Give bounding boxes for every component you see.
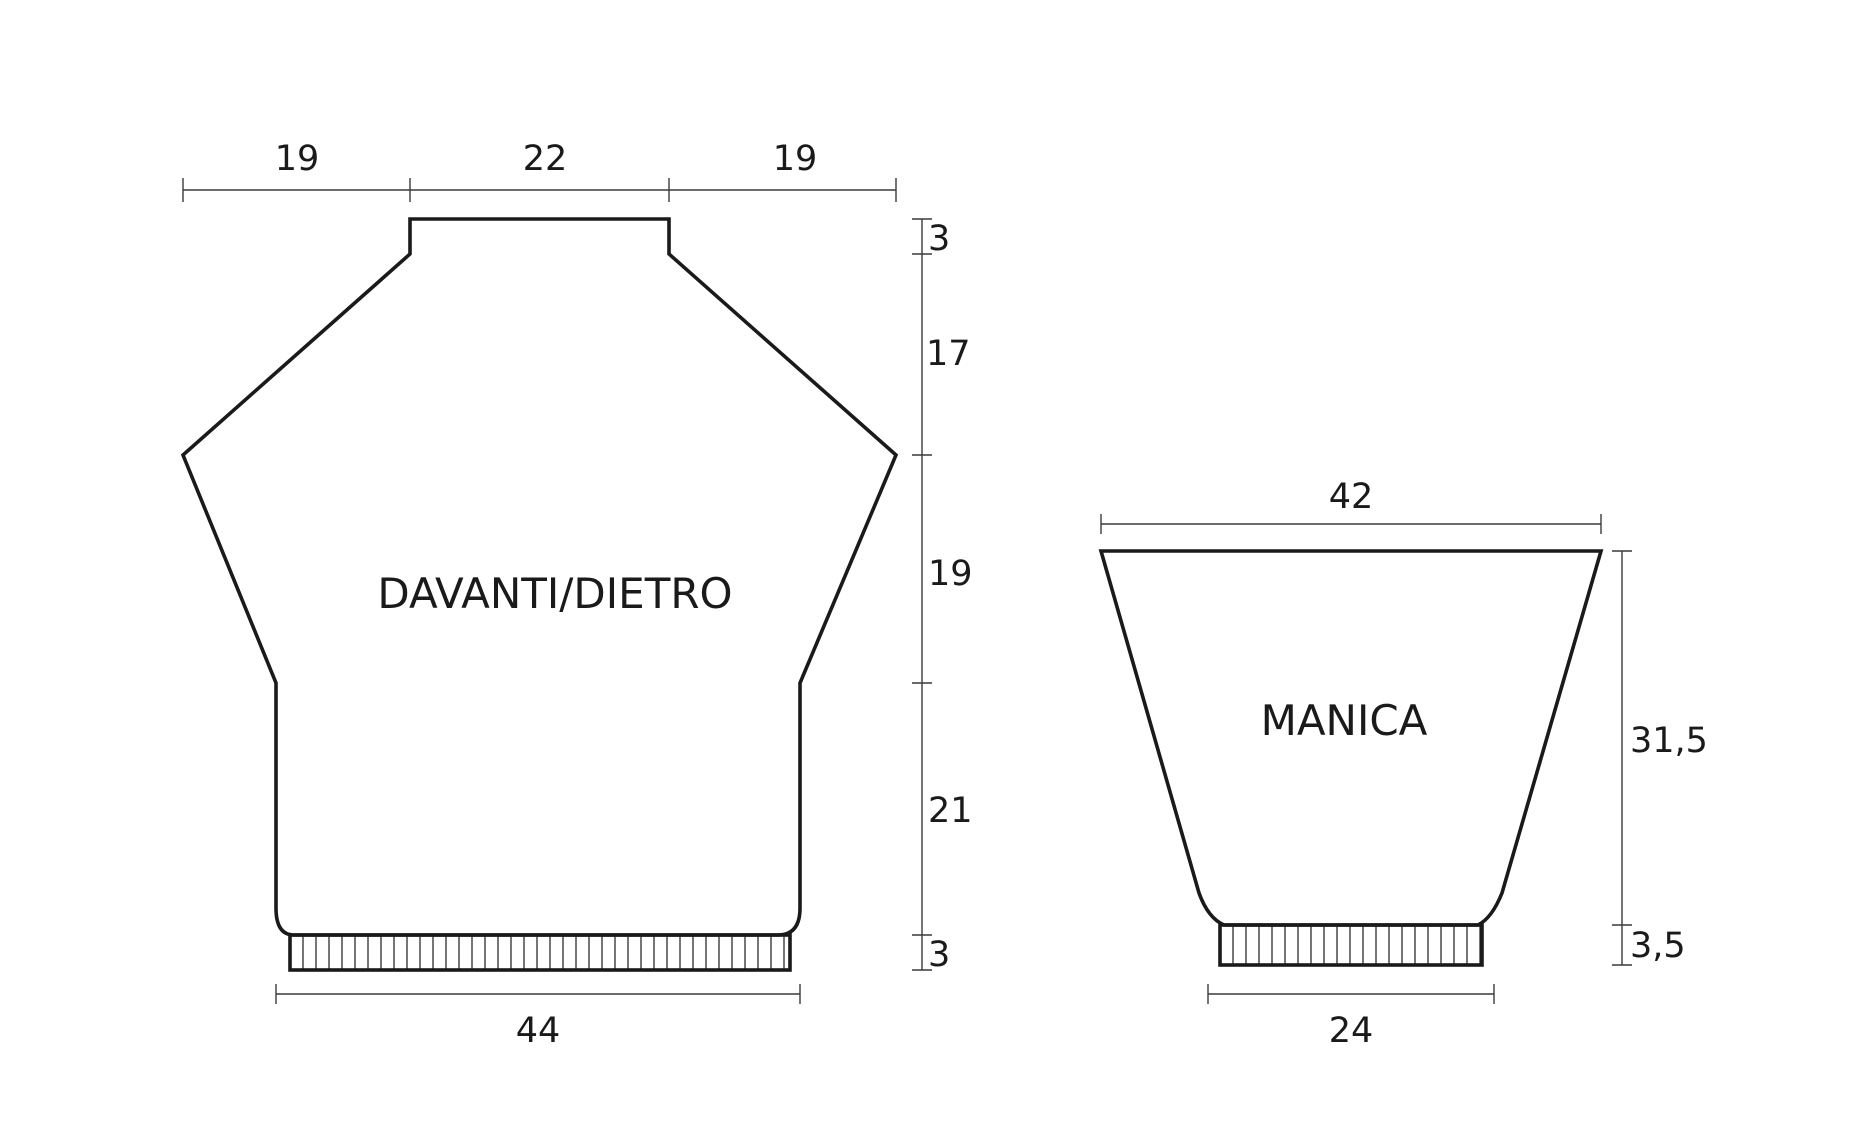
sleeve-top-width-value: 42 <box>1329 477 1374 517</box>
upper-side-height-value: 19 <box>928 554 973 594</box>
lower-side-height-value: 21 <box>928 791 973 831</box>
sleeve-rib-lines <box>1232 925 1481 965</box>
body-piece-label: DAVANTI/DIETRO <box>377 569 732 618</box>
body-bottom-dimension: 44 <box>275 984 801 1051</box>
sleeve-length-value: 31,5 <box>1630 721 1708 761</box>
sleeve-bottom-dimension: 24 <box>1207 984 1495 1051</box>
sleeve-top-dimension: 42 <box>1100 477 1602 534</box>
sleeve-height-dimension: 31,5 3,5 <box>1612 550 1708 966</box>
raglan-height-value: 17 <box>926 334 971 374</box>
neck-width-value: 22 <box>523 139 568 179</box>
shoulder-left-value: 19 <box>275 139 320 179</box>
bottom-width-value: 44 <box>516 1011 561 1051</box>
sleeve-cuff-band <box>1218 923 1484 967</box>
body-height-dimension: 3 17 19 21 3 <box>912 218 973 975</box>
shoulder-right-value: 19 <box>773 139 818 179</box>
sleeve-piece-label: MANICA <box>1261 696 1428 745</box>
rib-height-value: 3 <box>928 935 950 975</box>
neck-height-value: 3 <box>928 219 950 259</box>
body-top-dimension: 19 22 19 <box>182 139 897 202</box>
body-rib-lines <box>302 935 785 970</box>
body-rib-band <box>288 933 792 972</box>
cuff-height-value: 3,5 <box>1630 926 1686 966</box>
cuff-width-value: 24 <box>1329 1011 1374 1051</box>
sleeve-piece <box>1098 549 1604 967</box>
body-piece <box>180 217 899 972</box>
